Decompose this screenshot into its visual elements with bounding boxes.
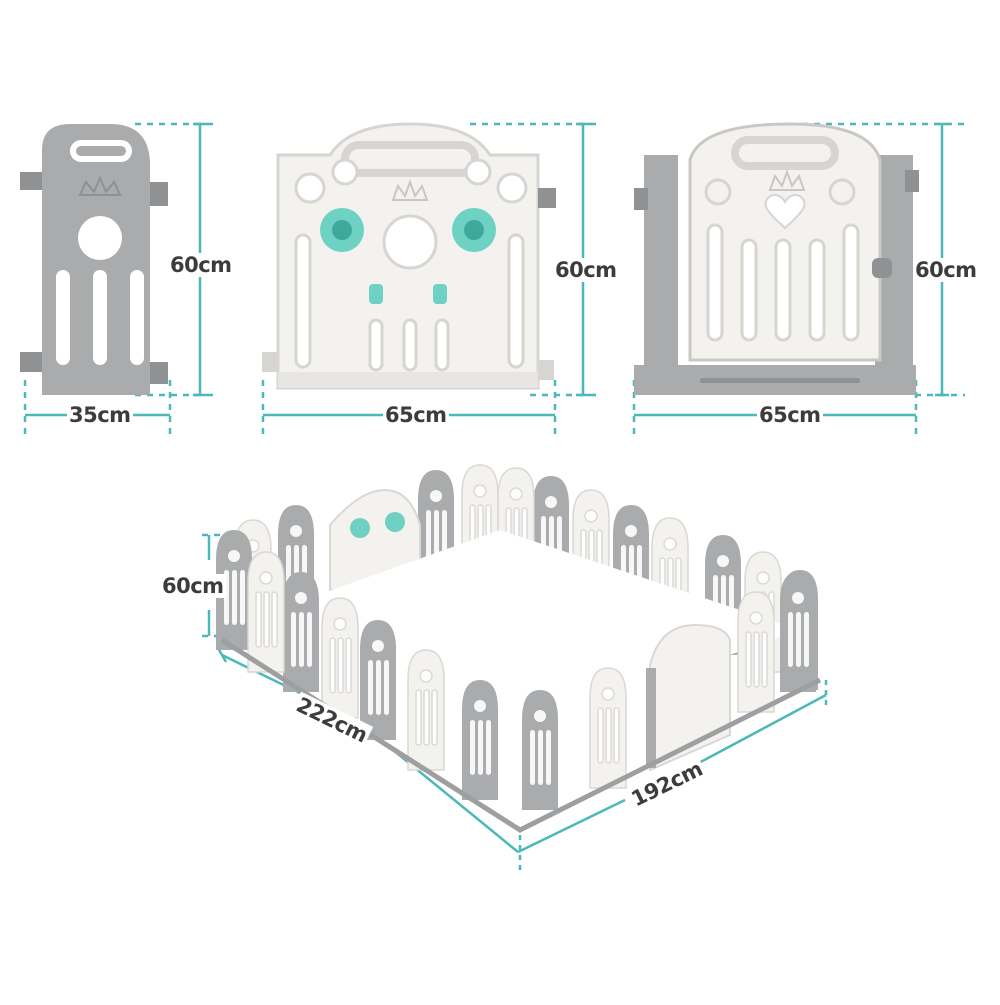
slider-toy-right-icon	[433, 284, 447, 304]
toy-panel-width-label: 65cm	[383, 403, 449, 427]
door-panel	[632, 122, 965, 435]
small-panel-height-label: 60cm	[168, 253, 234, 277]
door-panel-height-label: 60cm	[913, 258, 979, 282]
heart-icon	[764, 194, 806, 230]
assembled-playpen	[202, 464, 828, 870]
door-panel-width-label: 65cm	[757, 403, 823, 427]
toy-panel-height-label: 60cm	[553, 258, 619, 282]
small-panel	[20, 122, 215, 435]
door-latch-icon	[872, 258, 892, 278]
toy-panel	[261, 122, 600, 435]
small-panel-width-label: 35cm	[67, 403, 133, 427]
playpen-height-label: 60cm	[160, 574, 226, 598]
slider-toy-left-icon	[369, 284, 383, 304]
